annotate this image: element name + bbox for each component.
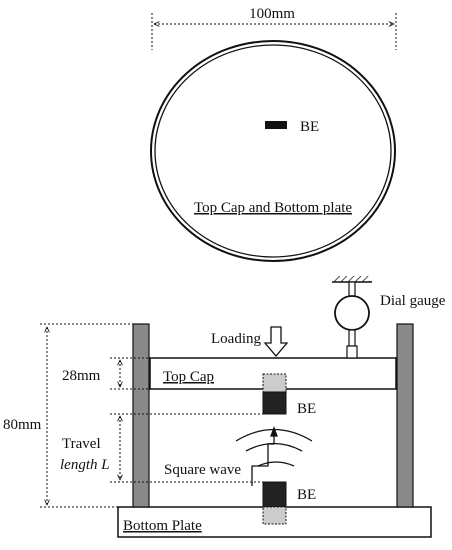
be-label-lower: BE: [297, 487, 316, 503]
be-element-lower: [262, 481, 287, 525]
square-wave-label: Square wave: [164, 462, 241, 478]
travel-label-line1: Travel: [62, 436, 101, 452]
loading-label: Loading: [211, 331, 261, 347]
dial-gauge-icon: [332, 276, 372, 359]
be-label-upper: BE: [297, 401, 316, 417]
top-view: 100mm BE Top Cap and Bottom plate: [150, 6, 397, 262]
diameter-dimension: 100mm: [151, 6, 397, 50]
dial-gauge-label: Dial gauge: [380, 293, 446, 309]
right-post: [396, 323, 414, 508]
side-view: Bottom Plate Top Cap BE BE: [3, 276, 446, 538]
cap-height-dimension: 28mm: [62, 360, 120, 387]
left-post: [132, 323, 150, 508]
travel-length-dimension: Travel length L: [60, 416, 120, 480]
be-label-top-view: BE: [300, 119, 319, 135]
top-cap-label: Top Cap: [163, 369, 214, 385]
loading-arrow-icon: [263, 326, 289, 358]
top-view-caption: Top Cap and Bottom plate: [194, 200, 352, 216]
be-element-upper: [262, 373, 287, 415]
plate-circle: [150, 40, 396, 262]
bottom-plate-label: Bottom Plate: [123, 518, 202, 534]
total-height-dimension: 80mm: [3, 327, 47, 505]
diameter-label: 100mm: [249, 6, 295, 22]
square-wave-icon: [235, 426, 313, 486]
travel-label-line2: length L: [60, 457, 110, 473]
reference-lines: [40, 323, 263, 508]
be-element-top-view: [265, 121, 287, 129]
cap-height-label: 28mm: [62, 368, 101, 384]
total-height-label: 80mm: [3, 417, 42, 433]
